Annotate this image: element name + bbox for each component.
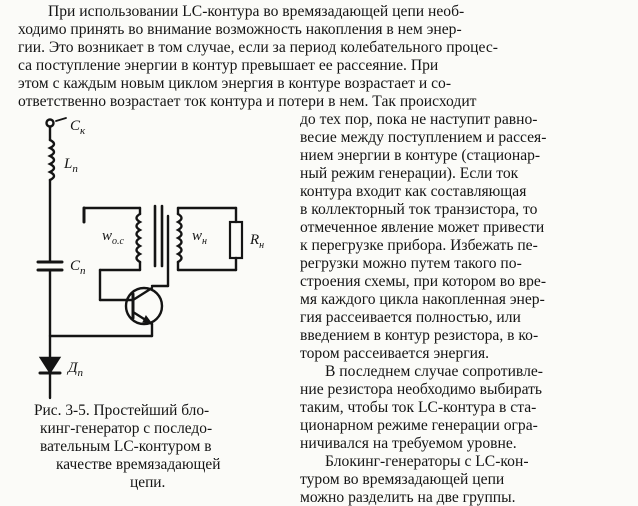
text-line: са поступление энергии в контур превышае…	[18, 57, 439, 74]
text-line: контура входит как составляющая	[300, 183, 527, 200]
text-line: ние резистора необходимо выбирать	[300, 381, 543, 398]
caption-line: цепи.	[130, 474, 166, 491]
label-woc: wо.с	[102, 228, 125, 247]
text-line: отмеченное явление может привести	[300, 219, 545, 236]
terminal-ck	[45, 118, 55, 128]
text-line: тором рассеивается энергия.	[300, 345, 490, 362]
text-line: введением в контур резистора, в ко-	[300, 327, 539, 344]
label-ln: Lп	[63, 156, 78, 175]
text-line: мя каждого цикла накопленная энер-	[300, 291, 545, 308]
text-line: ционарном режиме генерации огра-	[300, 417, 538, 434]
text-line: В последнем случае сопротивле-	[325, 363, 543, 380]
text-line: Блокинг-генераторы с LC-кон-	[325, 453, 529, 470]
circuit-diagram: Ск Lп Сп Дп wо.с wн Rн	[36, 117, 264, 400]
label-dn: Дп	[66, 360, 84, 379]
transistor	[124, 286, 164, 326]
label-rn: Rн	[249, 232, 264, 251]
text-line: в коллекторный ток транзистора, то	[300, 201, 538, 218]
resistor-rn	[228, 220, 244, 260]
text-line: к перегрузке прибора. Избежать пе-	[300, 237, 538, 254]
text-line: можно разделить на две группы.	[300, 489, 516, 506]
caption-line: качестве времязадающей	[56, 456, 221, 473]
text-line: таким, чтобы ток LC-контура в ста-	[300, 399, 537, 416]
caption-line: Рис. 3-5. Простейший бло-	[34, 402, 210, 419]
inductor-ln	[47, 138, 56, 182]
label-ck: Ск	[70, 118, 86, 137]
text-line: до тех пор, пока не наступит равно-	[300, 111, 538, 128]
text-line: нием энергии в контуре (стационар-	[300, 147, 541, 164]
winding-woc	[135, 212, 143, 264]
text-line: ходимо принять во внимание возможность н…	[18, 21, 462, 38]
text-line: весие между поступлением и рассея-	[300, 129, 547, 146]
text-line: регрузки можно путем такого по-	[300, 255, 522, 272]
text-line: строения схемы, при котором во вре-	[300, 273, 547, 290]
text-line: ный режим генерации). Если ток	[300, 165, 519, 182]
text-line: гии. Это возникает в том случае, если за…	[18, 39, 498, 56]
text-line: При использовании LC-контура во времязад…	[48, 3, 465, 20]
text-line: этом с каждым новым циклом энергия в кон…	[18, 75, 452, 92]
text-line: гия рассеивается полностью, или	[300, 309, 521, 326]
caption-line: вательным LC-контуром в	[40, 438, 212, 455]
label-cn: Сп	[70, 258, 86, 277]
winding-wn	[175, 212, 183, 264]
caption-line: кинг-генератор с последо-	[40, 420, 213, 437]
label-wn: wн	[192, 228, 207, 247]
text-line: ничивался на требуемом уровне.	[300, 435, 517, 452]
text-line: туром во времязадающей цепи	[300, 471, 505, 488]
text-line: ответственно возрастает ток контура и по…	[18, 93, 477, 110]
diode-dn	[38, 356, 62, 375]
